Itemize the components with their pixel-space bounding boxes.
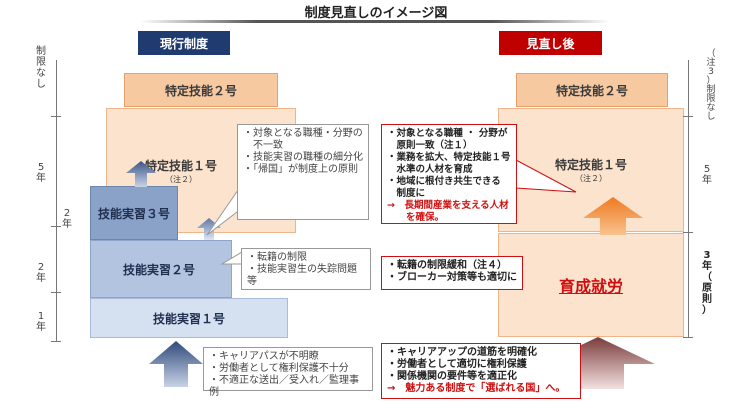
left-axis-tick [51,292,61,293]
revised-tokutei2-block: 特定技能２号 [516,73,668,107]
right-axis-line [688,60,689,338]
up-arrow-icon [583,197,643,235]
left-axis-tick [51,226,61,227]
left-axis-label-unlimited: 制限なし [36,46,46,90]
revised-ikusei-block: 育成就労 [498,233,684,337]
current-callout-issues-career: ・キャリアパスが不明瞭 ・労働者として権利保護不十分 ・不適正な送出／受入れ／監… [203,347,373,398]
left-axis-tick [51,116,61,117]
right-axis-tick [683,116,693,117]
revised-box-career: ・キャリアアップの道筋を明確化 ・労働者として適切に権利保護 ・関係機関の要件等… [381,343,581,399]
callout-pointer [515,159,577,193]
current-callout-issues-occupation: ・対象となる職種・分野の 不一致 ・技能実習の職種の細分化 ・「帰国」が制度上の… [237,124,369,220]
header-current-system: 現行制度 [138,31,230,55]
up-arrow-icon [541,337,655,389]
current-jisshu2-block: 技能実習２号 [90,240,232,298]
current-jisshu3-block: 技能実習３号 [90,186,178,240]
up-arrow-icon [126,161,156,187]
left-axis-tick [51,341,61,342]
title-underline [140,20,610,23]
current-tokutei2-block: 特定技能２号 [124,73,278,107]
left-axis-line [56,60,57,342]
right-axis-tick [683,337,693,338]
right-axis-tick [683,232,693,233]
header-revised-system: 見直し後 [499,31,602,55]
revised-box-occupation: ・対象となる職種 ・ 分野が 原則一致（注１） ・業務を拡大、特定技能１号 水準… [381,124,517,224]
current-jisshu1-block: 技能実習１号 [90,298,288,338]
current-callout-issues-transfer: ・転籍の制限 ・技能実習生の失踪問題等 [241,248,371,290]
page-title: 制度見直しのイメージ図 [304,6,448,21]
revised-box-transfer: ・転籍の制限緩和（注４） ・ブローカー対策等も適切に [381,256,523,290]
up-arrow-icon [149,341,203,387]
